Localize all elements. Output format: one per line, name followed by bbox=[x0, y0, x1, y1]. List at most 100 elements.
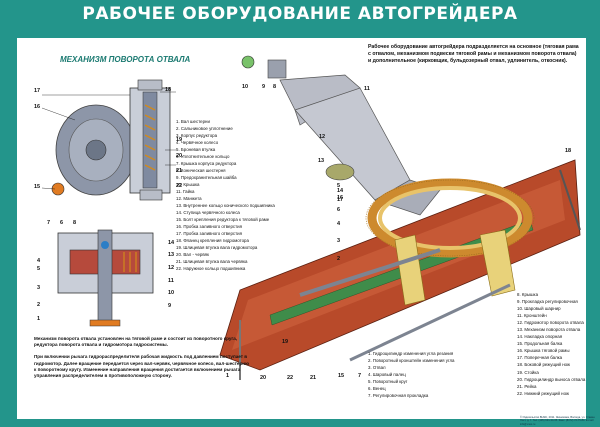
legend-item: 12. Гидромотор поворота отвала bbox=[517, 320, 584, 326]
intro-text: Рабочее оборудование автогрейдера подраз… bbox=[368, 44, 579, 64]
callout-number: 4 bbox=[37, 258, 41, 264]
callout-number: 6 bbox=[60, 220, 64, 226]
callout-number: 20 bbox=[260, 375, 267, 381]
callout-number: 3 bbox=[37, 285, 41, 291]
footer-publisher: © Издательство ВНЭС, 2011. Экономика, Во… bbox=[520, 416, 596, 426]
legend-item: 19. Шлицевая втулка вала гидромотора bbox=[176, 245, 258, 250]
callout-number: 2 bbox=[37, 302, 41, 308]
legend-item: 3. Отвал bbox=[368, 365, 386, 370]
legend-item: 8. Коническая шестерня bbox=[176, 168, 226, 173]
legend-item: 17. Пробка заливного отверстия bbox=[176, 231, 242, 236]
legend-item: 7. Регулировочная прокладка bbox=[368, 393, 429, 398]
legend-item: 4. Червячное колесо bbox=[176, 140, 219, 145]
callout-number: 5 bbox=[37, 266, 41, 272]
callout-number: 18 bbox=[165, 87, 172, 93]
legend-item: 18. Фланец крепления гидромотора bbox=[176, 238, 249, 243]
legend-item: 21. Шлицевая втулка вала червяка bbox=[176, 259, 248, 264]
callout-number: 16 bbox=[337, 195, 344, 201]
callout-number: 13 bbox=[168, 252, 175, 258]
legend-item: 22. Нижний режущий нож bbox=[517, 390, 569, 396]
note-paragraph: Механизм поворота отвала установлен на т… bbox=[34, 336, 238, 348]
callout-number: 8 bbox=[73, 220, 77, 226]
callout-number: 10 bbox=[168, 290, 175, 296]
callout-number: 10 bbox=[242, 84, 249, 90]
callout-number: 14 bbox=[337, 188, 344, 194]
legend-item: 11. Гайка bbox=[176, 189, 195, 194]
callout-number: 8 bbox=[273, 84, 277, 90]
page-title: РАБОЧЕЕ ОБОРУДОВАНИЕ АВТОГРЕЙДЕРА bbox=[82, 4, 518, 24]
callout-number: 9 bbox=[262, 84, 266, 90]
callout-number: 22 bbox=[287, 375, 294, 381]
legend-item: 19. Стойка bbox=[517, 369, 539, 375]
legend-item: 10. Шаровый шарнир bbox=[517, 306, 561, 312]
legend-item: 16. Крышка тяговой рамы bbox=[517, 348, 570, 354]
callout-number: 15 bbox=[34, 184, 41, 190]
callout-number: 1 bbox=[226, 373, 230, 379]
callout-number: 9 bbox=[168, 303, 172, 309]
legend-item: 1. Вал шестерни bbox=[176, 119, 210, 124]
legend-item: 12. Манжета bbox=[176, 196, 202, 201]
legend-item: 1. Гидроцилиндр изменения угла резания bbox=[368, 351, 454, 356]
callout-number: 19 bbox=[176, 137, 183, 143]
legend-item: 6. Уплотнительное кольцо bbox=[176, 154, 230, 159]
legend-item: 6. Венец bbox=[368, 386, 386, 391]
legend-item: 11. Кронштейн bbox=[517, 313, 547, 319]
legend-item: 10. Крышка bbox=[176, 182, 200, 187]
callout-number: 2 bbox=[337, 256, 341, 262]
callout-number: 17 bbox=[337, 197, 344, 203]
legend-item: 5. Броневая втулка bbox=[176, 147, 216, 152]
mechanism-legend: 1. Вал шестерни 2. Сальниковое уплотнени… bbox=[176, 118, 336, 272]
grader-equipment-drawing bbox=[219, 55, 581, 380]
legend-item: 13. Механизм поворота отвала bbox=[517, 327, 581, 333]
callout-number: 19 bbox=[282, 339, 289, 345]
legend-item: 13. Внутреннее кольцо конического подшип… bbox=[176, 203, 275, 208]
legend-item: 2. Поворотный кронштейн изменения угла bbox=[368, 358, 455, 363]
callout-number: 12 bbox=[319, 134, 326, 140]
callout-number: 20 bbox=[176, 153, 183, 159]
callout-number: 4 bbox=[337, 221, 341, 227]
callout-number: 1 bbox=[37, 316, 41, 322]
legend-item: 14. Накладка опорная bbox=[517, 334, 563, 340]
legend-item: 21. Рейка bbox=[517, 383, 537, 389]
callout-number: 7 bbox=[358, 373, 362, 379]
legend-item: 8. Крышка bbox=[517, 292, 539, 297]
main-legend-bottom: 1. Гидроцилиндр изменения угла резания 2… bbox=[368, 350, 518, 399]
callout-number: 15 bbox=[338, 373, 345, 379]
mechanism-title: МЕХАНИЗМ ПОВОРОТА ОТВАЛА bbox=[60, 55, 191, 64]
callout-number: 3 bbox=[337, 238, 341, 244]
legend-item: 16. Пробка заливного отверстия bbox=[176, 224, 242, 229]
legend-item: 18. Боковой режущий нож bbox=[517, 362, 570, 368]
legend-item: 4. Шаровый палец bbox=[368, 372, 406, 377]
callout-number: 11 bbox=[364, 86, 370, 92]
mechanism-section-drawing bbox=[51, 79, 171, 327]
legend-item: 14. Ступица червячного колеса bbox=[176, 210, 240, 215]
callout-number: 6 bbox=[337, 207, 341, 213]
legend-item: 3. Корпус редуктора bbox=[176, 133, 218, 138]
legend-item: 22. Наружное кольцо подшипника bbox=[176, 266, 246, 271]
mechanism-note: Механизм поворота отвала установлен на т… bbox=[34, 336, 250, 385]
legend-item: 17. Поперечная балка bbox=[517, 355, 563, 361]
main-legend-right: 8. Крышка 9. Прокладка регулировочная 10… bbox=[517, 291, 597, 397]
legend-item: 15. Продольная балка bbox=[517, 341, 563, 347]
callout-number: 11 bbox=[168, 278, 174, 284]
legend-item: 15. Болт крепления редуктора к тяговой р… bbox=[176, 217, 270, 222]
callout-number: 16 bbox=[34, 104, 41, 110]
legend-item: 9. Предохранительная шайба bbox=[176, 175, 237, 180]
callout-number: 5 bbox=[337, 183, 341, 189]
callout-number: 21 bbox=[176, 168, 183, 174]
mechanism-leader-lines bbox=[41, 91, 176, 190]
legend-item: 2. Сальниковое уплотнение bbox=[176, 126, 233, 131]
legend-item: 5. Поворотный круг bbox=[368, 379, 408, 384]
callout-number: 22 bbox=[176, 183, 183, 189]
callout-number: 13 bbox=[318, 158, 325, 164]
legend-item: 9. Прокладка регулировочная bbox=[517, 299, 578, 305]
callout-number: 7 bbox=[47, 220, 51, 226]
callout-number: 14 bbox=[168, 240, 175, 246]
callout-number: 17 bbox=[34, 88, 41, 94]
legend-item: 20. Гидроцилиндр выноса отвала bbox=[517, 376, 586, 382]
callout-number: 18 bbox=[565, 148, 572, 154]
legend-item: 7. Крышка корпуса редуктора bbox=[176, 161, 237, 166]
callout-number: 12 bbox=[168, 265, 175, 271]
